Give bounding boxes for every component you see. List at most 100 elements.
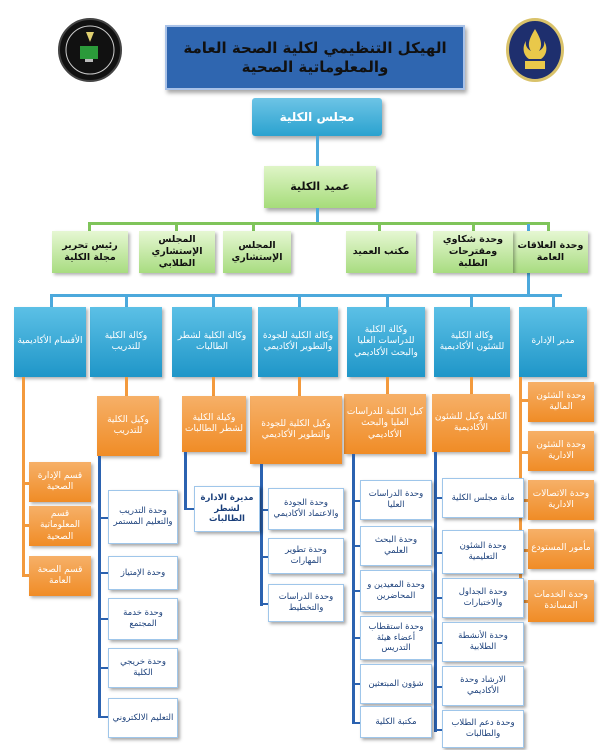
connector	[88, 222, 548, 225]
connector	[386, 294, 389, 308]
training-unit: وحدة التدريب والتعليم المستمر	[108, 490, 178, 544]
connector	[316, 208, 319, 222]
connector	[352, 454, 355, 724]
dean-unit: المجلس الإستشاري الطلابي	[139, 231, 215, 273]
connector	[98, 572, 108, 574]
connector	[212, 294, 215, 308]
admin-unit: وحدة الشئون المالية	[528, 382, 594, 422]
connector	[352, 500, 360, 502]
connector	[298, 294, 301, 308]
training-unit: وحدة خدمة المجتمع	[108, 598, 178, 640]
connector	[88, 222, 91, 232]
connector	[98, 456, 101, 718]
admin-unit: وحدة الخدمات المساندة	[528, 580, 594, 622]
division-node: الأقسام الأكاديمية	[14, 307, 86, 377]
graduate-unit: وحدة الدراسات العليا	[360, 480, 432, 520]
connector	[547, 222, 550, 232]
college-council-node: مجلس الكلية	[252, 98, 382, 136]
connector	[519, 549, 529, 552]
connector	[22, 377, 25, 577]
connector	[519, 399, 529, 402]
connector	[260, 556, 268, 558]
department-node: قسم المعلوماتية الصحية	[29, 506, 91, 546]
department-node: قسم الصحة العامة	[29, 556, 91, 596]
connector	[434, 642, 442, 644]
connector	[434, 552, 442, 554]
connector	[472, 222, 475, 232]
connector	[316, 136, 319, 166]
page-title: الهيكل التنظيمي لكلية الصحة العامة والمع…	[165, 25, 465, 90]
connector	[98, 618, 108, 620]
computer-emblem-icon	[65, 25, 115, 75]
connector	[98, 517, 108, 519]
graduate-unit: وحدة البحث العلمي	[360, 526, 432, 566]
deputy-node: كيل الكلية للدراسات العليا والبحث الأكاد…	[344, 394, 426, 454]
dean-unit: رئيس تحرير مجلة الكلية	[52, 231, 128, 273]
deputy-node: الكلية وكيل للشئون الأكاديمية	[432, 394, 510, 452]
connector	[470, 377, 473, 395]
connector	[386, 377, 389, 395]
connector	[125, 294, 128, 308]
connector	[519, 499, 529, 502]
connector	[434, 686, 442, 688]
connector	[434, 452, 437, 732]
connector	[22, 482, 30, 485]
academic-unit: وحدة الشئون التعليمية	[442, 530, 524, 574]
department-node: قسم الإدارة الصحية	[29, 462, 91, 502]
deputy-node: وكيلة الكلية لشطر الطالبات	[182, 396, 246, 452]
connector	[434, 497, 442, 499]
division-node: وكالة الكلية للشئون الأكاديمية	[434, 307, 510, 377]
dean-unit: المجلس الإستشاري	[223, 231, 291, 273]
academic-unit: وحدة الأنشطة الطلابية	[442, 622, 524, 662]
connector	[175, 222, 178, 232]
connector	[470, 294, 473, 308]
academic-unit: وحدة الجداول والاختبارات	[442, 578, 524, 618]
connector	[519, 451, 529, 454]
connector	[352, 590, 360, 592]
training-unit: وحدة خريجي الكلية	[108, 648, 178, 688]
graduate-unit: شؤون المبتعثين	[360, 664, 432, 704]
connector	[212, 377, 215, 397]
connector	[184, 508, 194, 510]
connector	[352, 545, 360, 547]
connector	[184, 452, 187, 510]
division-node: وكالة الكلية للدراسات العليا والبحث الأك…	[347, 307, 425, 377]
connector	[378, 222, 381, 232]
connector	[434, 729, 442, 731]
connector	[22, 524, 30, 527]
dean-node: عميد الكلية	[264, 166, 376, 208]
connector	[50, 294, 53, 308]
quality-unit: وحدة الجودة والاعتماد الأكاديمي	[268, 488, 344, 530]
connector	[98, 716, 108, 718]
connector	[98, 667, 108, 669]
flame-emblem-icon	[523, 29, 547, 69]
graduate-unit: وحدة المعيدين و المحاضرين	[360, 570, 432, 612]
quality-unit: وحدة الدراسات والتخطيط	[268, 584, 344, 622]
deputy-node: وكيل الكلية للجودة والتطوير الأكاديمي	[250, 396, 342, 464]
division-node: وكالة الكلية لشطر الطالبات	[172, 307, 252, 377]
connector	[519, 600, 529, 603]
admin-unit: مأمور المستودع	[528, 529, 594, 569]
admin-unit: وحدة الشئون الادارية	[528, 431, 594, 471]
academic-unit: وحدة دعم الطلاب والطالبات	[442, 710, 524, 748]
dean-unit: وحدة العلاقات العامة	[513, 231, 588, 273]
connector	[260, 509, 268, 511]
quality-unit: وحدة تطوير المهارات	[268, 538, 344, 574]
connector	[352, 722, 360, 724]
division-node: وكالة الكلية للتدريب	[90, 307, 162, 377]
academic-unit: مانة مجلس الكلية	[442, 478, 524, 518]
connector	[252, 222, 255, 232]
deputy-node: وكيل الكلية للتدريب	[97, 396, 159, 456]
graduate-unit: مكتبة الكلية	[360, 706, 432, 738]
university-logo	[506, 18, 564, 82]
connector	[50, 294, 562, 297]
division-node: وكالة الكلية للجودة والتطوير الأكاديمي	[258, 307, 338, 377]
dean-unit: مكتب العميد	[346, 231, 416, 273]
connector	[552, 294, 555, 308]
female-unit: مديرة الادارة لشطر الطالبات	[194, 486, 260, 532]
training-unit: التعليم الالكتروني	[108, 698, 178, 738]
training-unit: وحدة الإمتياز	[108, 556, 178, 590]
connector	[22, 574, 30, 577]
connector	[260, 603, 268, 605]
connector	[125, 377, 128, 397]
